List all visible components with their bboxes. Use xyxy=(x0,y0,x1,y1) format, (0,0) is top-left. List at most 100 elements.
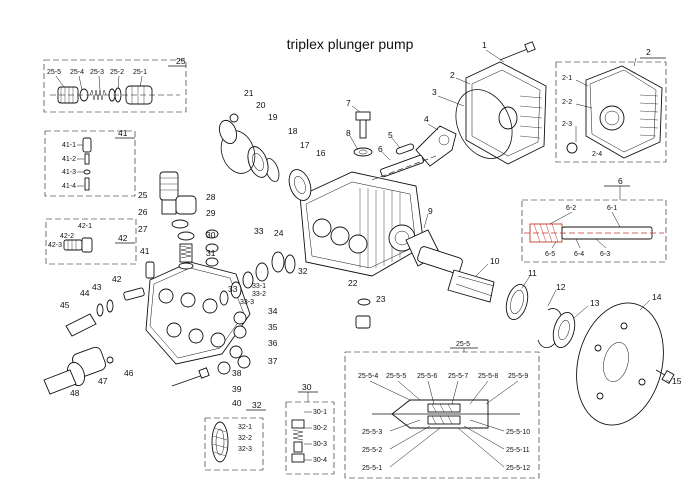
callout: 14 xyxy=(652,292,662,302)
callout: 17 xyxy=(300,140,310,150)
part-label: 32-1 xyxy=(238,424,252,431)
part-label: 32-2 xyxy=(238,435,252,442)
part-label: 30-2 xyxy=(313,425,327,432)
part-label: 25-5-6 xyxy=(417,373,437,380)
callout: 6 xyxy=(378,144,383,154)
inset-32: 32 32-1 32-2 32-3 xyxy=(204,400,266,471)
part-label: 41-2 xyxy=(62,156,76,163)
callout: 33-3 xyxy=(240,299,254,306)
diagram-title: triplex plunger pump xyxy=(287,36,414,52)
inset-25-5-label: 25-5 xyxy=(456,341,470,348)
part-label: 2-4 xyxy=(592,151,602,158)
part-label: 41-3 xyxy=(62,169,76,176)
part-label: 25-5-12 xyxy=(506,465,530,472)
callout: 32 xyxy=(298,266,308,276)
inset-30: 30 30-1 30-2 30-3 30-4 xyxy=(285,382,335,475)
callout: 43 xyxy=(92,282,102,292)
callout: 28 xyxy=(206,192,216,202)
callout: 29 xyxy=(206,208,216,218)
callout: 31 xyxy=(206,248,216,258)
callout: 23 xyxy=(376,294,386,304)
callout: 37 xyxy=(268,356,278,366)
part-label: 25-5-11 xyxy=(506,447,530,454)
part-label: 25-5-10 xyxy=(506,429,530,436)
part-label: 25-5-5 xyxy=(386,373,406,380)
part-label: 6-4 xyxy=(574,251,584,258)
callout: 18 xyxy=(288,126,298,136)
part-label: 25-5-2 xyxy=(362,447,382,454)
part-label: 42-3 xyxy=(48,242,62,249)
callout: 20 xyxy=(256,100,266,110)
callout: 2 xyxy=(450,70,455,80)
callout: 44 xyxy=(80,288,90,298)
inset-42-label: 42 xyxy=(118,233,128,243)
main-assembly xyxy=(43,41,675,426)
part-label: 6-5 xyxy=(545,251,555,258)
callout: 3 xyxy=(432,87,437,97)
callout: 46 xyxy=(124,368,134,378)
part-label: 25-5-3 xyxy=(362,429,382,436)
callout: 11 xyxy=(528,268,537,278)
callout: 30 xyxy=(206,230,216,240)
callout: 33-1 xyxy=(252,283,266,290)
part-label: 25-1 xyxy=(133,69,147,76)
callout: 5 xyxy=(388,130,393,140)
inset-25: 25 25-5 25-4 25-3 25-2 25-1 xyxy=(43,56,187,113)
part-label: 25-2 xyxy=(110,69,124,76)
inset-2-label: 2 xyxy=(646,47,651,57)
callout: 34 xyxy=(268,306,278,316)
part-label: 6-1 xyxy=(607,205,617,212)
callout: 9 xyxy=(428,206,433,216)
part-label: 25-5-1 xyxy=(362,465,382,472)
callout: 38 xyxy=(232,368,242,378)
callout: 26 xyxy=(138,207,148,217)
inset-30-label: 30 xyxy=(302,382,312,392)
inset-32-label: 32 xyxy=(252,400,262,410)
callout: 8 xyxy=(346,128,351,138)
callout: 16 xyxy=(316,148,326,158)
part-label: 42-1 xyxy=(78,223,92,230)
callout: 27 xyxy=(138,224,148,234)
part-label: 25-5-7 xyxy=(448,373,468,380)
part-label: 30-1 xyxy=(313,409,327,416)
part-label: 2-3 xyxy=(562,121,572,128)
callout: 25 xyxy=(138,190,148,200)
callout: 40 xyxy=(232,398,242,408)
part-label: 6-2 xyxy=(566,205,576,212)
callout: 13 xyxy=(590,298,600,308)
inset-41: 41 41-1 41-2 41-3 41-4 xyxy=(44,128,136,197)
part-label: 41-1 xyxy=(62,142,76,149)
callout: 21 xyxy=(244,88,254,98)
part-label: 25-4 xyxy=(70,69,84,76)
callout: 42 xyxy=(112,274,122,284)
callout: 35 xyxy=(268,322,278,332)
inset-25-5: 25-5 25-5-4 25-5-5 25-5-6 25-5-7 25-5-8 … xyxy=(344,341,540,479)
part-label: 6-3 xyxy=(600,251,610,258)
callout: 10 xyxy=(490,256,500,266)
part-label: 25-5 xyxy=(47,69,61,76)
part-label: 32-3 xyxy=(238,446,252,453)
callout: 36 xyxy=(268,338,278,348)
part-label: 2-2 xyxy=(562,99,572,106)
callout: 12 xyxy=(556,282,566,292)
callout: 22 xyxy=(348,278,358,288)
callout: 45 xyxy=(60,300,70,310)
part-label: 30-3 xyxy=(313,441,327,448)
callout: 7 xyxy=(346,98,351,108)
part-label: 41-4 xyxy=(62,183,76,190)
callout: 24 xyxy=(274,228,284,238)
inset-6-label: 6 xyxy=(618,176,623,186)
callout: 39 xyxy=(232,384,242,394)
part-label: 25-3 xyxy=(90,69,104,76)
callout: 33 xyxy=(228,284,238,294)
callout: 47 xyxy=(98,376,108,386)
part-label: 25-5-4 xyxy=(358,373,378,380)
callout: 19 xyxy=(268,112,278,122)
part-label: 30-4 xyxy=(313,457,327,464)
part-label: 25-5-9 xyxy=(508,373,528,380)
callout: 41 xyxy=(140,246,150,256)
callout: 33-2 xyxy=(252,291,266,298)
part-label: 2-1 xyxy=(562,75,572,82)
